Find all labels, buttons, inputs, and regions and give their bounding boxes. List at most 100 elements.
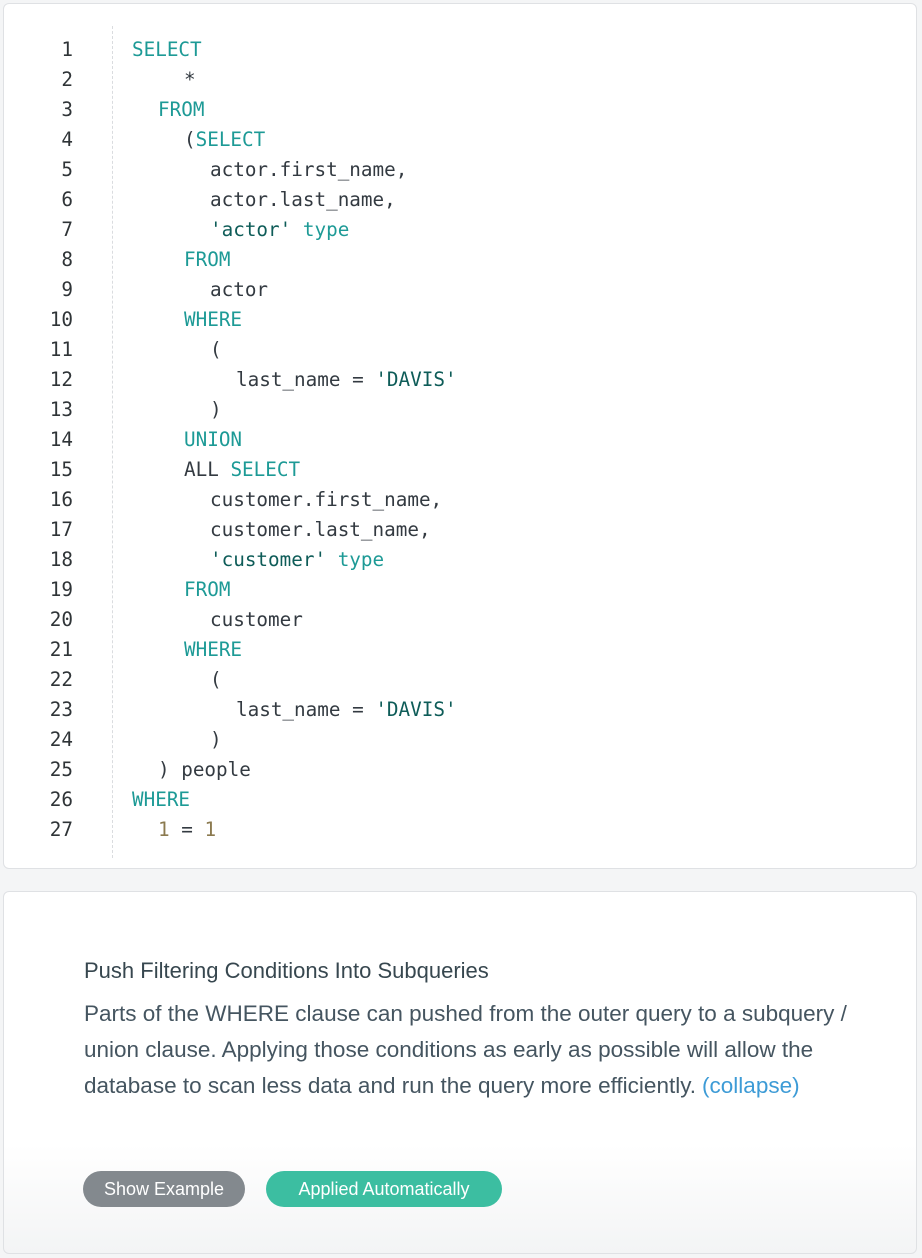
sql-text [326, 548, 338, 571]
sql-text: ) people [158, 758, 251, 781]
line-number: 4 [61, 128, 73, 151]
sql-text: actor.last_name, [210, 188, 396, 211]
code-text: 'actor' type [210, 215, 349, 245]
code-text: customer.first_name, [210, 485, 442, 515]
code-text: WHERE [184, 305, 242, 335]
code-text: ALL SELECT [184, 455, 300, 485]
line-number: 12 [49, 368, 73, 391]
sql-keyword: WHERE [132, 788, 191, 811]
line-number: 9 [61, 278, 73, 301]
optimization-tip-card: Push Filtering Conditions Into Subquerie… [3, 891, 917, 1254]
line-number: 23 [49, 698, 73, 721]
line-number: 8 [61, 248, 73, 271]
sql-text: ( [210, 668, 222, 691]
line-number: 1 [61, 38, 73, 61]
line-number: 10 [49, 308, 73, 331]
line-number: 2 [61, 68, 73, 91]
sql-text: actor.first_name, [210, 158, 408, 181]
sql-text: customer [210, 608, 303, 631]
code-text: 1 = 1 [158, 815, 216, 845]
sql-string: 'DAVIS' [375, 368, 457, 391]
code-text: last_name = 'DAVIS' [236, 695, 457, 725]
code-text: actor [210, 275, 268, 305]
sql-text: ) [210, 728, 222, 751]
sql-text: customer.first_name, [210, 488, 443, 511]
code-text: * [184, 65, 196, 95]
sql-keyword: UNION [184, 428, 243, 451]
line-number: 21 [49, 638, 73, 661]
code-text: customer [210, 605, 303, 635]
line-number: 3 [61, 98, 73, 121]
sql-number: 1 [158, 818, 170, 841]
line-number: 13 [49, 398, 73, 421]
tip-body-text: Parts of the WHERE clause can pushed fro… [84, 1001, 847, 1098]
line-number: 7 [61, 218, 73, 241]
line-number: 22 [49, 668, 73, 691]
code-text: ) [210, 725, 222, 755]
gutter-divider [112, 26, 113, 858]
line-number: 16 [49, 488, 73, 511]
sql-text: = [169, 818, 205, 841]
code-text: (SELECT [184, 125, 265, 155]
sql-text: last_name = [236, 368, 376, 391]
sql-keyword: WHERE [184, 308, 243, 331]
code-text: UNION [184, 425, 242, 455]
sql-keyword: type [302, 218, 350, 241]
line-number: 25 [49, 758, 73, 781]
tip-title: Push Filtering Conditions Into Subquerie… [84, 958, 489, 983]
line-number: 19 [49, 578, 73, 601]
code-text: customer.last_name, [210, 515, 431, 545]
line-number: 20 [49, 608, 73, 631]
sql-text: last_name = [236, 698, 376, 721]
code-text: ) [210, 395, 222, 425]
line-number: 6 [61, 188, 73, 211]
sql-keyword: type [337, 548, 385, 571]
sql-text: actor [210, 278, 269, 301]
tip-description: Parts of the WHERE clause can pushed fro… [84, 996, 854, 1104]
sql-keyword: FROM [184, 248, 231, 271]
applied-automatically-button[interactable]: Applied Automatically [266, 1171, 502, 1207]
line-number: 14 [49, 428, 73, 451]
line-number: 27 [49, 818, 73, 841]
sql-text: ( [210, 338, 222, 361]
sql-text: ( [184, 128, 196, 151]
code-text: FROM [184, 575, 230, 605]
code-text: WHERE [184, 635, 242, 665]
code-text: WHERE [132, 785, 190, 815]
code-text: SELECT [132, 35, 202, 65]
sql-keyword: FROM [184, 578, 231, 601]
line-number: 15 [49, 458, 73, 481]
sql-text: ) [210, 398, 222, 421]
sql-text [291, 218, 303, 241]
line-number: 18 [49, 548, 73, 571]
code-text: last_name = 'DAVIS' [236, 365, 457, 395]
sql-text: * [184, 68, 196, 91]
sql-keyword: WHERE [184, 638, 243, 661]
code-text: FROM [184, 245, 230, 275]
sql-keyword: SELECT [132, 38, 202, 61]
sql-keyword: FROM [158, 98, 205, 121]
show-example-button[interactable]: Show Example [83, 1171, 245, 1207]
sql-text: customer.last_name, [210, 518, 431, 541]
sql-number: 1 [204, 818, 217, 841]
sql-string: 'customer' [210, 548, 327, 571]
sql-text: ALL [184, 458, 231, 481]
code-text: ( [210, 335, 222, 365]
code-text: actor.first_name, [210, 155, 407, 185]
code-text: ( [210, 665, 222, 695]
line-number: 24 [49, 728, 73, 751]
sql-keyword: SELECT [230, 458, 301, 481]
line-number: 26 [49, 788, 73, 811]
sql-string: 'actor' [210, 218, 292, 241]
line-number: 11 [49, 338, 73, 361]
code-text: FROM [158, 95, 204, 125]
line-number: 5 [61, 158, 73, 181]
code-text: actor.last_name, [210, 185, 396, 215]
code-text: ) people [158, 755, 251, 785]
sql-string: 'DAVIS' [375, 698, 457, 721]
sql-keyword: SELECT [195, 128, 266, 151]
code-text: 'customer' type [210, 545, 384, 575]
line-number: 17 [49, 518, 73, 541]
collapse-link[interactable]: (collapse) [702, 1073, 800, 1098]
